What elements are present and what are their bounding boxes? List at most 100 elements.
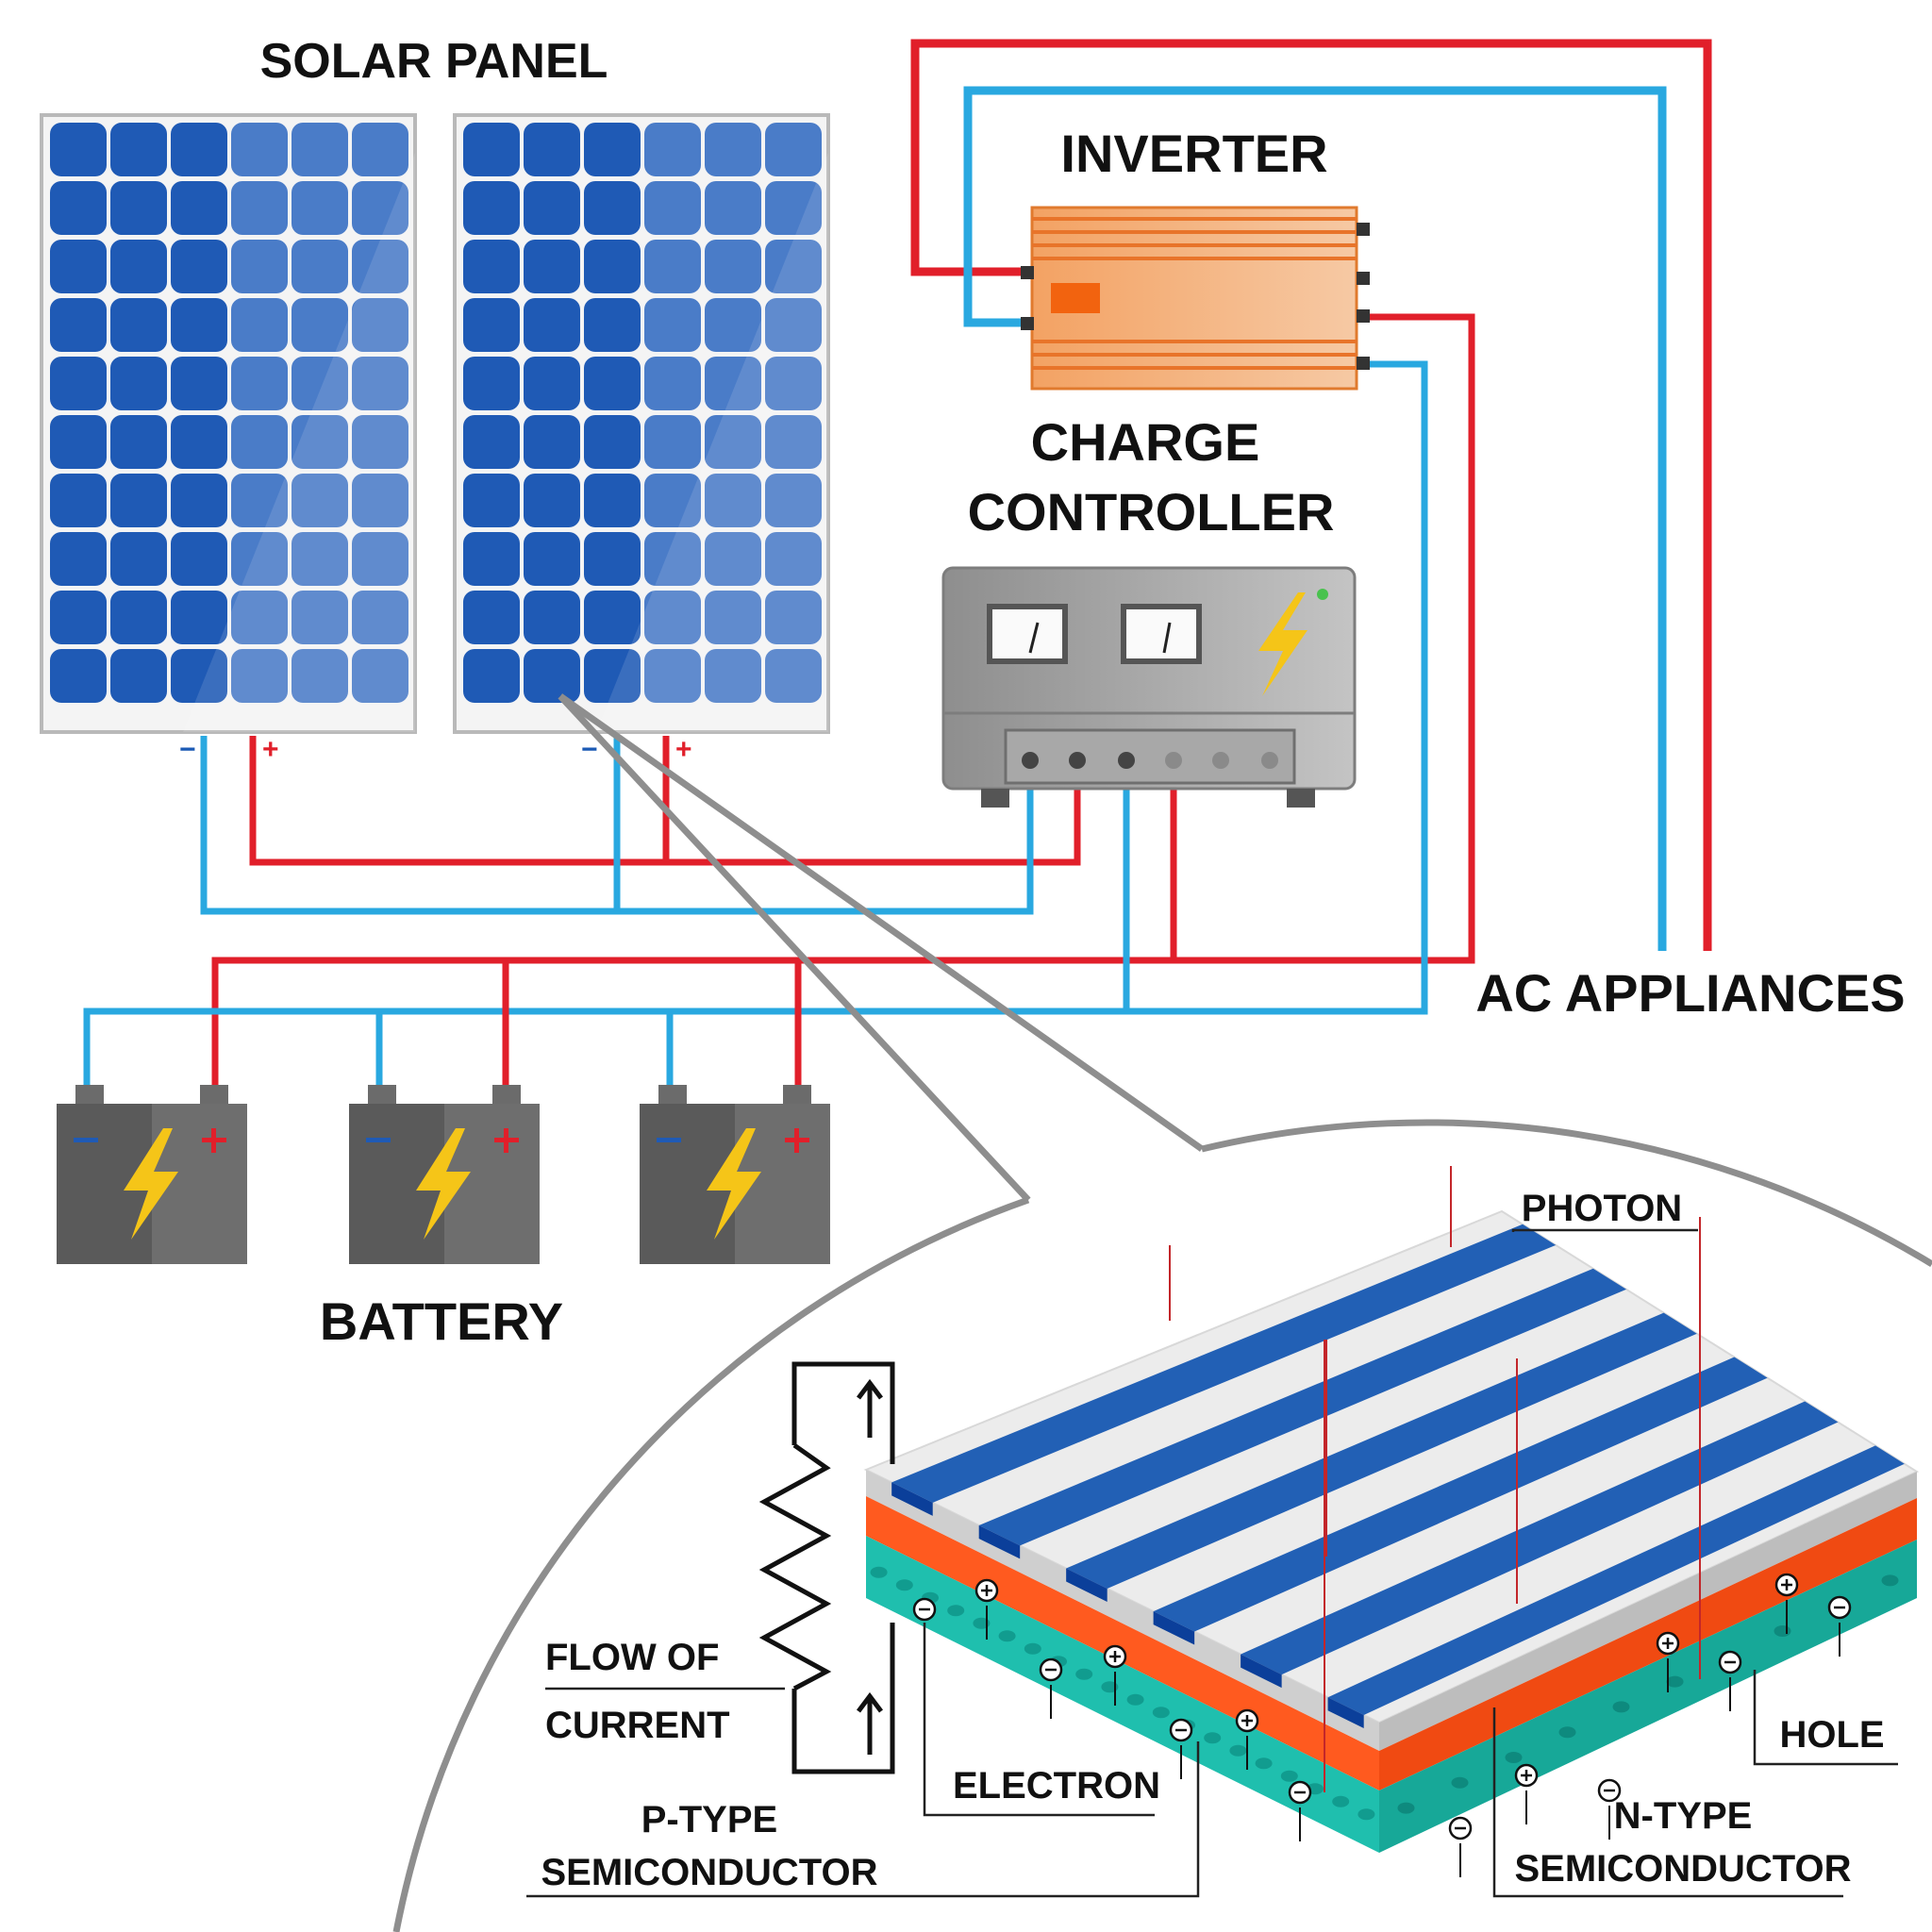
hole-carrier xyxy=(1103,1644,1127,1706)
solar-cell xyxy=(584,532,641,586)
solar-cell xyxy=(231,591,288,644)
solar-cell xyxy=(705,532,761,586)
solar-cell xyxy=(765,123,822,176)
solar-panel-label: SOLAR PANEL xyxy=(260,34,608,89)
p-type-layer-right xyxy=(1379,1498,1917,1790)
controller-label: CONTROLLER xyxy=(968,482,1335,541)
solar-cell xyxy=(524,298,580,352)
solar-cell xyxy=(524,123,580,176)
ac-appliances-label: AC APPLIANCES xyxy=(1475,963,1905,1023)
charge-carriers xyxy=(912,1573,1852,1877)
battery-terminal xyxy=(783,1085,811,1104)
solar-cell xyxy=(171,591,227,644)
n-type-layer xyxy=(866,1536,1379,1853)
controller-foot xyxy=(1287,789,1315,808)
n-layer-dot xyxy=(1152,1707,1170,1719)
inverter-label: INVERTER xyxy=(1060,124,1327,183)
solar-cell xyxy=(463,123,520,176)
n-layer-dot xyxy=(947,1605,965,1617)
current-label: CURRENT xyxy=(545,1705,730,1746)
n-layer-dot xyxy=(1126,1693,1144,1706)
charge-label: CHARGE xyxy=(1031,412,1260,472)
electron-carrier xyxy=(1169,1718,1193,1779)
n-layer-dot xyxy=(1332,1795,1350,1807)
cell-conductor-strips xyxy=(891,1224,1905,1728)
solar-cell xyxy=(110,357,167,410)
solar-cell xyxy=(171,474,227,527)
ac-blue-wire xyxy=(963,86,1667,951)
ctrl-red-out xyxy=(211,762,1177,1094)
solar-cell xyxy=(231,123,288,176)
solar-cell xyxy=(231,240,288,293)
inverter-terminal xyxy=(1357,357,1370,370)
cell-strip xyxy=(891,1224,1557,1503)
solar-cell xyxy=(463,357,520,410)
solar-cell xyxy=(110,532,167,586)
battery-label: BATTERY xyxy=(320,1291,563,1351)
flow-of-label: FLOW OF xyxy=(545,1637,719,1678)
inverter-display xyxy=(1051,283,1100,313)
solar-cell xyxy=(463,649,520,703)
solar-cell xyxy=(644,591,701,644)
solar-cell xyxy=(352,532,408,586)
n-layer-dot xyxy=(1451,1776,1469,1789)
solar-cell xyxy=(291,649,348,703)
solar-cell xyxy=(765,181,822,235)
inverter-terminal xyxy=(1021,317,1034,330)
solar-cell xyxy=(644,532,701,586)
circuit-wire xyxy=(791,1361,895,1464)
solar-cell xyxy=(352,240,408,293)
n-layer-dot xyxy=(1774,1625,1791,1637)
arrow-head xyxy=(857,1378,883,1400)
p-type-label: P-TYPE xyxy=(641,1799,777,1840)
n-type-layer-right xyxy=(1379,1540,1917,1853)
cell-strip xyxy=(1327,1445,1905,1715)
inverter xyxy=(1021,206,1370,391)
electron-carrier xyxy=(1288,1780,1312,1841)
battery-plus-icon xyxy=(794,1128,799,1153)
battery-minus-icon xyxy=(74,1138,98,1142)
controller-terminal xyxy=(1118,752,1135,769)
n-layer-dot xyxy=(998,1630,1016,1642)
solar-cell xyxy=(705,357,761,410)
battery-terminal xyxy=(75,1085,104,1104)
photon-leader xyxy=(1511,1228,1698,1232)
solar-cell xyxy=(524,415,580,469)
cell-strip-edge xyxy=(978,1524,1021,1559)
solar-cell xyxy=(291,123,348,176)
solar-cell xyxy=(705,298,761,352)
battery xyxy=(349,1085,540,1264)
lightning-bolt-icon xyxy=(707,1128,761,1240)
n-layer-dot xyxy=(1505,1752,1523,1763)
solar-cell xyxy=(50,532,107,586)
panel1-minus: − xyxy=(179,734,196,765)
status-led xyxy=(1317,589,1328,600)
solar-cell xyxy=(352,591,408,644)
battery xyxy=(640,1085,830,1264)
solar-cell xyxy=(231,532,288,586)
solar-cell xyxy=(231,357,288,410)
solar-cell xyxy=(110,474,167,527)
solar-cell xyxy=(765,649,822,703)
solar-cell xyxy=(50,181,107,235)
cell-strip-edge xyxy=(1066,1568,1108,1602)
n-semiconductor-label: SEMICONDUCTOR xyxy=(1514,1848,1851,1890)
n-layer-dot xyxy=(870,1566,888,1578)
solar-cell xyxy=(765,474,822,527)
battery-terminal xyxy=(492,1085,521,1104)
solar-cell xyxy=(50,298,107,352)
panel1-plus: + xyxy=(262,734,279,765)
solar-cell xyxy=(110,649,167,703)
n-type-leader xyxy=(1492,1707,1843,1898)
solar-cell xyxy=(765,357,822,410)
hole-carrier xyxy=(1235,1708,1259,1770)
solar-cell xyxy=(524,474,580,527)
solar-cell xyxy=(584,474,641,527)
leader-lines xyxy=(526,1228,1898,1898)
solar-cell xyxy=(171,357,227,410)
solar-cell xyxy=(171,415,227,469)
solar-cell xyxy=(231,649,288,703)
solar-cell xyxy=(50,591,107,644)
circuit-wire xyxy=(791,1623,895,1774)
n-type-label: N-TYPE xyxy=(1614,1795,1753,1837)
